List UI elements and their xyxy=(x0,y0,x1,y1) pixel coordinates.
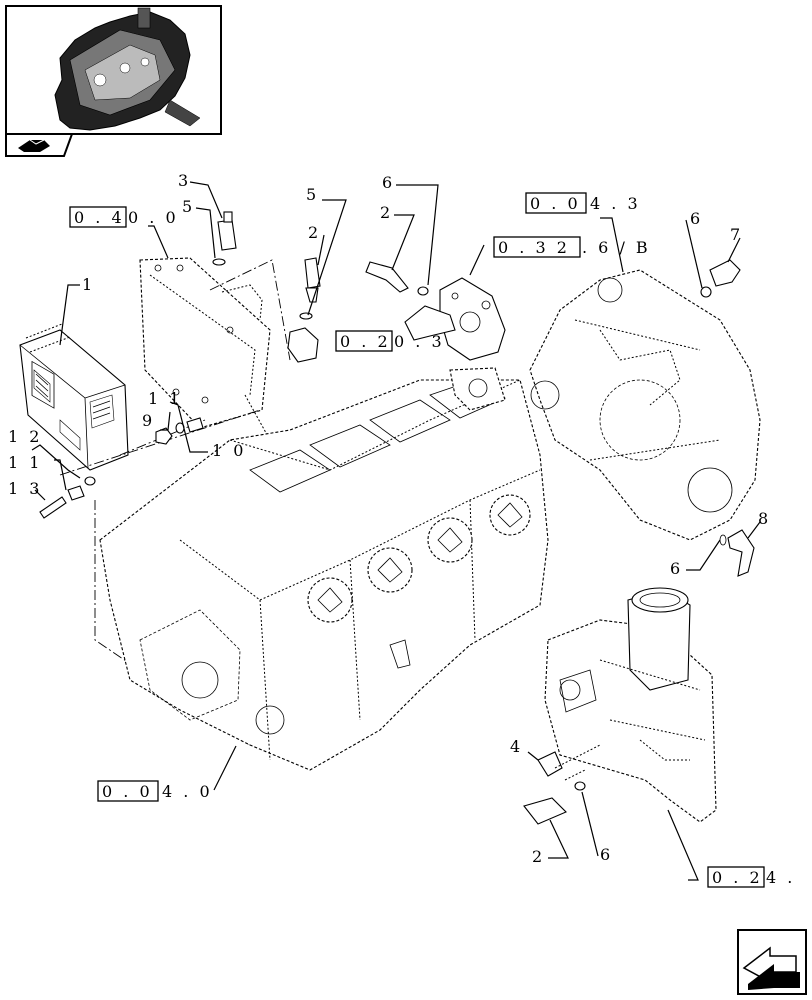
ref-043-rest-text: 4 . 3 xyxy=(590,194,641,213)
ecu-control-unit xyxy=(19,323,129,471)
next-page-arrow-icon xyxy=(742,946,800,990)
ref-box-0-40-0[interactable]: 0 . 4 0 . 0 xyxy=(69,206,179,228)
callout-3: 3 xyxy=(178,171,191,190)
callout-6-pump: 6 xyxy=(382,173,395,192)
navigation-arrow-icon xyxy=(18,139,50,152)
water-pump-housing xyxy=(404,277,506,361)
callout-1: 1 xyxy=(82,275,95,294)
grommet-part-11 xyxy=(67,485,85,501)
callout-10: 1 0 xyxy=(212,441,246,460)
callout-8: 8 xyxy=(758,509,771,528)
callout-5-right: 5 xyxy=(306,185,319,204)
ref-box-0-32-6-b[interactable]: 0 . 3 2 . 6 / B xyxy=(493,236,651,258)
spacer-part-10 xyxy=(186,417,204,433)
ref-020-box-text: 0 . 2 xyxy=(340,332,391,351)
seal-ring-part-6-bottom xyxy=(574,781,586,791)
ref-040b-rest-text: 4 . 0 xyxy=(162,782,213,801)
ref-040b-box-text: 0 . 0 xyxy=(102,782,153,801)
sensor-part-3 xyxy=(217,211,237,251)
callout-5-left: 5 xyxy=(182,197,195,216)
timing-cover xyxy=(544,587,717,823)
callout-9: 9 xyxy=(142,411,155,430)
callout-11-lower: 1 1 xyxy=(8,453,42,472)
sensor-part-2-angled xyxy=(365,261,429,296)
callout-2-bottom-sensor: 2 xyxy=(532,847,545,866)
washer-part-12 xyxy=(84,476,96,486)
engine-block xyxy=(99,367,549,771)
ref-040-box-text: 0 . 4 xyxy=(74,208,125,227)
callout-labels: 1 2 2 2 3 4 5 5 6 6 6 6 7 8 9 1 0 1 1 1 … xyxy=(8,171,771,866)
callout-2-vertical-sensor: 2 xyxy=(308,223,321,242)
mounting-bracket xyxy=(139,257,271,446)
ref-box-0-04-0[interactable]: 0 . 0 4 . 0 xyxy=(97,780,213,802)
leader-lines xyxy=(31,181,761,881)
ref-box-0-20-3[interactable]: 0 . 2 0 . 3 xyxy=(335,330,445,352)
callout-11-upper: 1 1 xyxy=(148,389,182,408)
next-page-button[interactable] xyxy=(737,929,807,995)
engine-thumbnail-icon xyxy=(54,7,201,131)
ref-box-0-24[interactable]: 0 . 2 4 . xyxy=(707,866,795,888)
callout-6-sensor8: 6 xyxy=(670,559,683,578)
ref-032-rest-text: . 6 / B xyxy=(582,238,651,257)
seal-ring-part-6-right xyxy=(700,286,712,298)
ref-024-box-text: 0 . 2 xyxy=(712,868,763,887)
nut-part-9 xyxy=(155,427,173,445)
callout-6-bottom: 6 xyxy=(600,845,613,864)
callout-6-flywheel: 6 xyxy=(690,209,703,228)
ref-020-rest-text: 0 . 3 xyxy=(394,332,445,351)
seal-ring-part-5 xyxy=(212,258,226,266)
ref-024-rest-text: 4 . xyxy=(766,868,795,887)
callout-4: 4 xyxy=(510,737,523,756)
thumbnail-panel[interactable] xyxy=(5,5,222,157)
flywheel-housing xyxy=(529,269,761,541)
callout-13: 1 3 xyxy=(8,479,42,498)
ref-043-box-text: 0 . 0 xyxy=(530,194,581,213)
callout-2-pump-sensor: 2 xyxy=(380,203,393,222)
connector-adapter xyxy=(287,327,319,363)
seal-ring-part-5-b xyxy=(299,312,313,320)
ref-032-box-text: 0 . 3 2 xyxy=(498,238,570,257)
ref-box-0-04-3[interactable]: 0 . 0 4 . 3 xyxy=(525,192,641,214)
sensor-part-7 xyxy=(709,259,741,287)
ref-040-rest-text: 0 . 0 xyxy=(128,208,179,227)
sensor-part-4 xyxy=(537,751,563,777)
bolt-part-13 xyxy=(39,496,67,519)
sensor-part-2-bottom xyxy=(523,797,567,825)
sensor-part-2-vertical xyxy=(304,257,321,303)
callout-12: 1 2 xyxy=(8,427,42,446)
callout-7: 7 xyxy=(730,225,743,244)
